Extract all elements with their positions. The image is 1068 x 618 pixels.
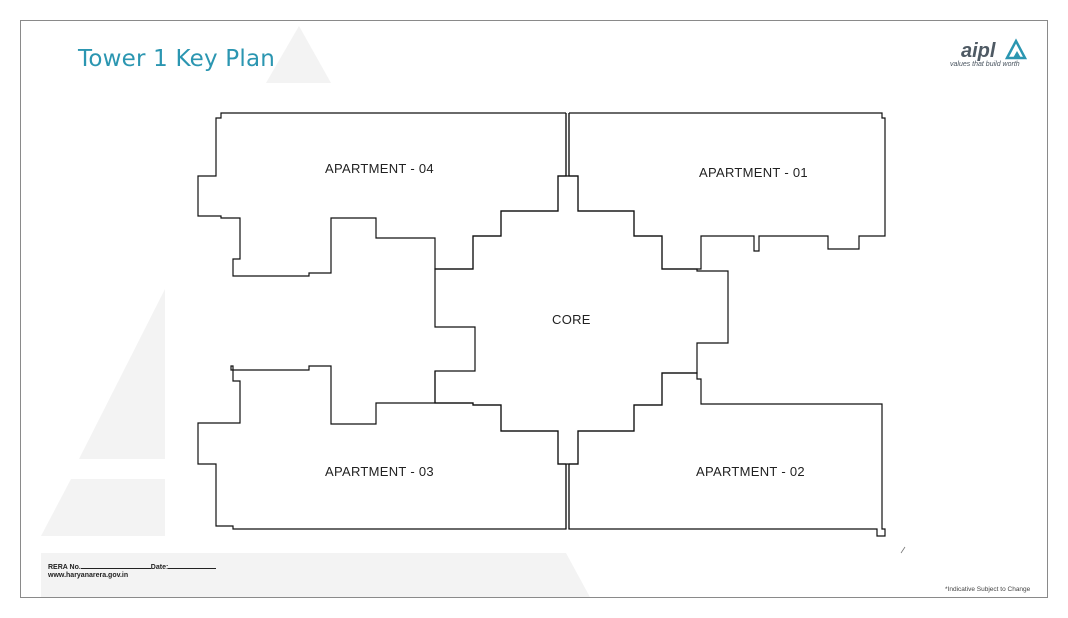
- watermark-trapezoid-left: [41, 479, 165, 536]
- date-label: Date:: [150, 564, 169, 571]
- apartment-02-label: APARTMENT - 02: [696, 464, 805, 479]
- apartment-01-outline: [568, 112, 886, 270]
- watermark-triangle-left: [79, 289, 165, 459]
- apartment-04-outline: [197, 112, 567, 277]
- rera-label: RERA No.: [48, 564, 81, 571]
- logo-tagline: values that build worth: [950, 61, 1020, 68]
- stray-mark: [900, 546, 906, 554]
- date-blank: [168, 568, 217, 569]
- apartment-03-outline: [197, 365, 567, 530]
- page-title: Tower 1 Key Plan: [78, 46, 276, 72]
- rera-line: RERA No. Date:: [48, 564, 217, 571]
- core-label: CORE: [552, 312, 591, 327]
- rera-blank: [80, 568, 151, 569]
- logo-wordmark: aipl: [961, 40, 996, 62]
- apartment-01-label: APARTMENT - 01: [699, 165, 808, 180]
- apartment-03-label: APARTMENT - 03: [325, 464, 434, 479]
- watermark-triangle-top: [266, 26, 331, 83]
- watermark-shapes: [41, 26, 590, 597]
- logo-inner-triangle-icon: [1013, 51, 1021, 58]
- disclaimer: *Indicative Subject to Change: [945, 586, 1031, 593]
- website-link[interactable]: www.haryanarera.gov.in: [48, 572, 129, 579]
- watermark-band-bottom: [41, 553, 590, 597]
- apartment-04-label: APARTMENT - 04: [325, 161, 434, 176]
- aipl-logo: aipl: [961, 38, 1028, 62]
- apartment-02-outline: [568, 372, 886, 537]
- key-plan-page: Tower 1 Key Plan aipl values that build …: [20, 20, 1048, 598]
- floor-plan-drawing: [197, 112, 906, 554]
